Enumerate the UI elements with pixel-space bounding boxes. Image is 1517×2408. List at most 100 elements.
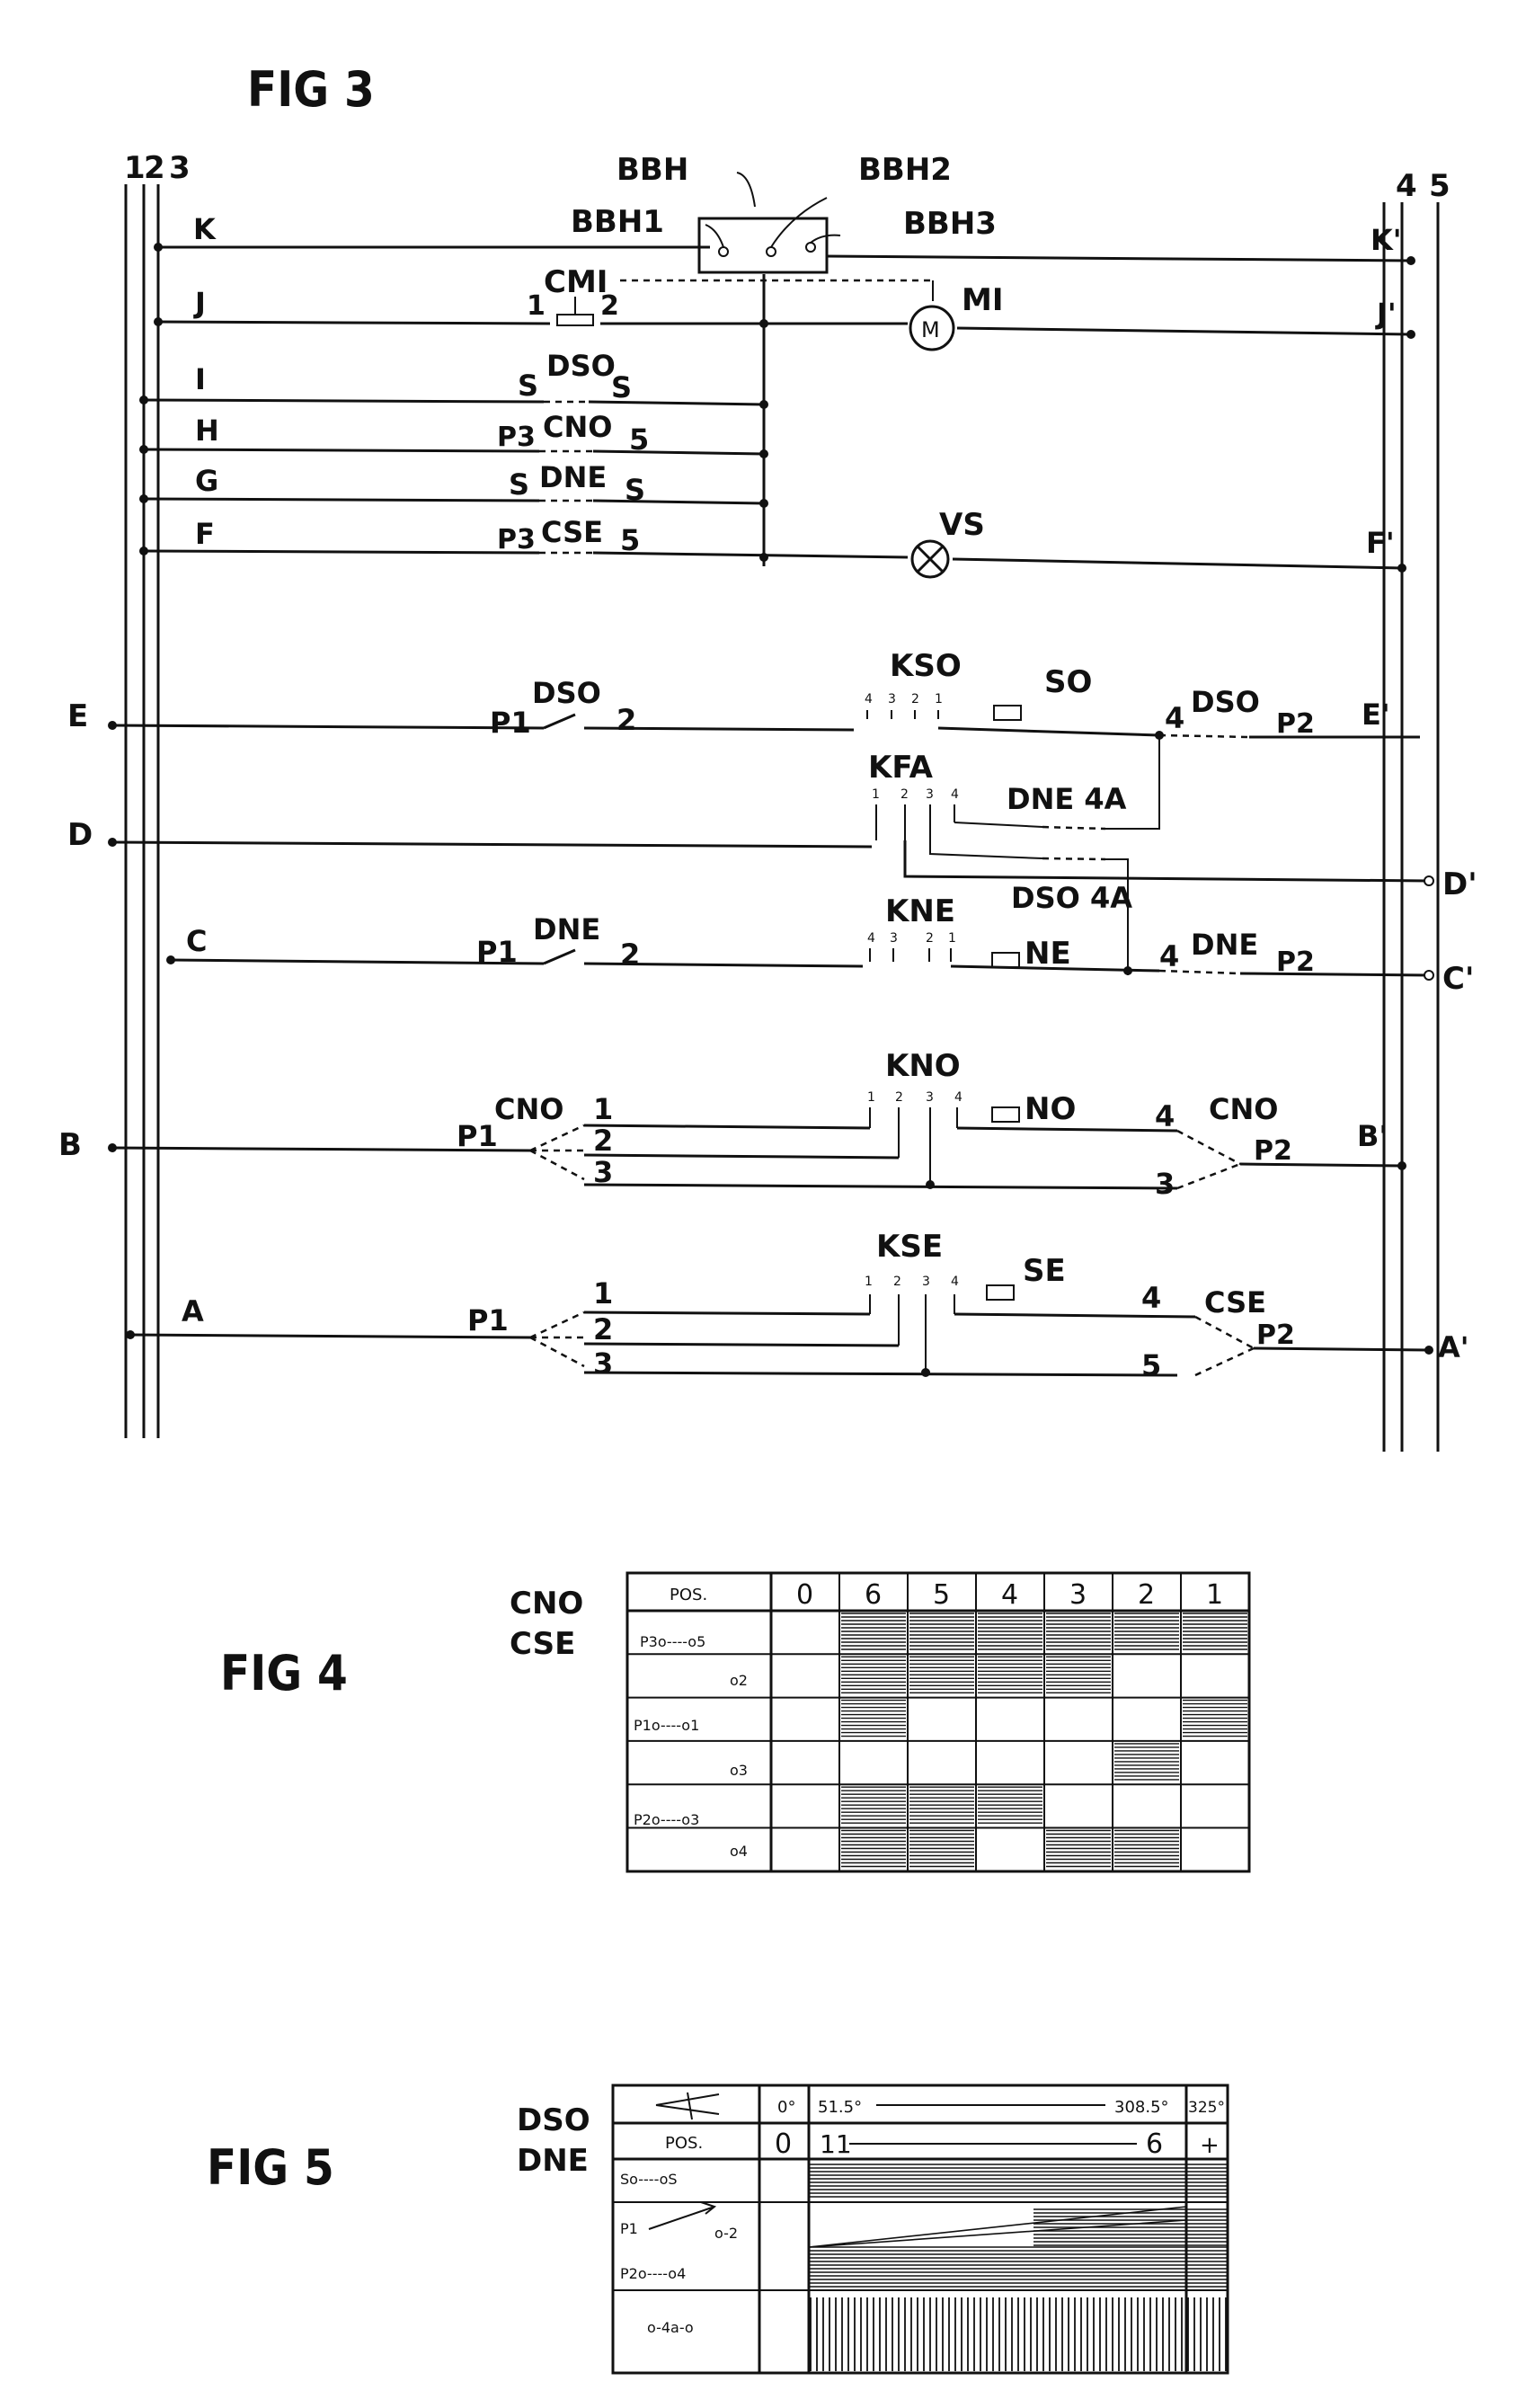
bbh-switch: BBH BBH1 BBH2 BBH3 bbox=[571, 152, 997, 272]
kne-label: KNE bbox=[885, 893, 955, 929]
svg-text:2: 2 bbox=[893, 1275, 901, 1289]
svg-text:4: 4 bbox=[951, 1275, 959, 1289]
label-h: H bbox=[195, 413, 219, 448]
row-b-right-t3: 3 bbox=[1155, 1167, 1175, 1201]
fig4-closed-cell bbox=[841, 1613, 906, 1649]
row-h-switch: CNO bbox=[543, 410, 612, 444]
fig4-closed-cell bbox=[909, 1831, 974, 1867]
svg-text:1: 1 bbox=[867, 1090, 875, 1105]
fig4-closed-cell bbox=[978, 1657, 1042, 1693]
fig4-row-label-3: P1o----o1 bbox=[634, 1717, 699, 1734]
fig5-row-label-1: So----oS bbox=[620, 2171, 678, 2188]
fig4-pos-header: POS. bbox=[670, 1586, 707, 1604]
coil-ne-label: NE bbox=[1025, 936, 1071, 972]
label-k: K bbox=[193, 212, 217, 246]
fig4-row-label-4: o3 bbox=[730, 1762, 748, 1779]
svg-text:3: 3 bbox=[922, 1275, 930, 1289]
fig5-row-label-4: P2o----o4 bbox=[620, 2265, 686, 2282]
row-e-right-t: 4 bbox=[1165, 701, 1184, 735]
fig4-closed-cell bbox=[1114, 1831, 1179, 1867]
row-a-tap1: 1 bbox=[593, 1276, 613, 1311]
svg-text:3: 3 bbox=[926, 787, 934, 802]
label-c: C bbox=[186, 924, 207, 958]
kno-label: KNO bbox=[885, 1048, 961, 1084]
fig4-label-cse: CSE bbox=[510, 1626, 575, 1662]
row-a-right-switch: CSE bbox=[1204, 1285, 1266, 1320]
bbh2-label: BBH2 bbox=[858, 152, 952, 188]
fig4-position-1: 1 bbox=[1206, 1579, 1223, 1611]
fig5-contact-bands bbox=[613, 2164, 1228, 2371]
fig4-switching-table: POS. P3o----o5 o2 P1o----o1 o3 P2o----o3… bbox=[627, 1573, 1249, 1871]
row-a-tap3: 3 bbox=[593, 1346, 613, 1381]
fig5-pos-2: 6 bbox=[1146, 2128, 1163, 2160]
row-a-right-t5: 5 bbox=[1141, 1348, 1161, 1382]
fig4-label-cno: CNO bbox=[510, 1586, 583, 1622]
fig4-closed-cell bbox=[978, 1787, 1042, 1823]
row-g-switch: DNE bbox=[539, 460, 607, 494]
fig5-row-label-5: o-4a-o bbox=[647, 2319, 694, 2336]
line-j: M J J' CMI 1 2 MI bbox=[154, 264, 1415, 350]
row-f-switch: CSE bbox=[541, 515, 603, 549]
fig4-closed-cell bbox=[978, 1613, 1042, 1649]
fig5-row-label-3: o-2 bbox=[714, 2225, 738, 2242]
fig4-position-6: 6 bbox=[865, 1579, 882, 1611]
fig4-row-label-2: o2 bbox=[730, 1672, 748, 1689]
fig4-position-4: 4 bbox=[1001, 1579, 1018, 1611]
row-a-p1: P1 bbox=[467, 1303, 509, 1337]
fig4-closed-cell bbox=[909, 1787, 974, 1823]
row-b-tap1: 1 bbox=[593, 1092, 613, 1126]
line-e: E P1 DSO 2 KSO 4 3 2 1 SO 4 DSO P2 E' bbox=[67, 648, 1420, 740]
fig4-position-5: 5 bbox=[933, 1579, 950, 1611]
fig5-pos-0: 0 bbox=[775, 2128, 792, 2160]
bus-label-3: 3 bbox=[169, 150, 191, 186]
row-c-p2: P2 bbox=[1276, 946, 1315, 978]
row-e-right-switch: DSO bbox=[1191, 685, 1260, 719]
svg-text:3: 3 bbox=[926, 1090, 934, 1105]
row-f-right: 5 bbox=[620, 523, 640, 557]
bbh3-label: BBH3 bbox=[903, 206, 997, 242]
line-b: B P1 CNO 1 2 3 KNO 1 2 3 4 NO 4 3 CNO P2… bbox=[58, 1048, 1406, 1201]
cm1-term1: 1 bbox=[527, 290, 546, 322]
row-e-p2: P2 bbox=[1276, 708, 1315, 740]
lamp-label: VS bbox=[939, 507, 985, 543]
fig4-closed-cell bbox=[1114, 1613, 1179, 1649]
fig4-row-label-6: o4 bbox=[730, 1843, 748, 1860]
row-e-t2: 2 bbox=[617, 703, 636, 737]
fig4-closed-cell bbox=[1046, 1613, 1111, 1649]
fig4-closed-cell bbox=[841, 1831, 906, 1867]
bus-labels: 1 2 3 4 5 bbox=[124, 150, 1450, 204]
fig5-label-dso: DSO bbox=[517, 2102, 590, 2138]
row-b-tap2: 2 bbox=[593, 1124, 613, 1158]
label-a: A bbox=[182, 1294, 204, 1328]
row-b-right-switch: CNO bbox=[1209, 1092, 1278, 1126]
row-e-p1: P1 bbox=[490, 706, 531, 740]
bus-label-4: 4 bbox=[1396, 168, 1417, 204]
fig5-pos-1: 11 bbox=[820, 2129, 852, 2159]
row-c-right-t: 4 bbox=[1159, 939, 1179, 973]
row-c-t2: 2 bbox=[620, 937, 640, 972]
fig4-position-3: 3 bbox=[1069, 1579, 1087, 1611]
fig4-closed-cell bbox=[1046, 1657, 1111, 1693]
fig4-closed-cell bbox=[1183, 1701, 1247, 1737]
row-g-left: S bbox=[509, 467, 529, 502]
fig5-angle-3: 325° bbox=[1188, 2099, 1225, 2117]
cm1-label: CMI bbox=[544, 264, 608, 300]
label-j: J bbox=[193, 286, 206, 320]
svg-text:4: 4 bbox=[865, 692, 873, 706]
label-g: G bbox=[195, 464, 218, 498]
fig4-position-0: 0 bbox=[796, 1579, 813, 1611]
row-e-switch: DSO bbox=[532, 676, 601, 710]
fig4-row-label-5: P2o----o3 bbox=[634, 1811, 699, 1828]
cm1-term2: 2 bbox=[600, 290, 619, 322]
fig5-table: 0° 51.5° 308.5° 325° POS. 0 11 6 + So---… bbox=[613, 2085, 1228, 2373]
fig5-angle-0: 0° bbox=[777, 2098, 795, 2117]
row-i-right: S bbox=[611, 370, 632, 404]
line-d: D KFA 1 2 3 4 DNE 4A DSO 4A D' bbox=[67, 735, 1477, 975]
line-c: C P1 DNE 2 KNE 4 3 2 1 NE 4 DNE P2 C' bbox=[166, 893, 1474, 997]
svg-text:1: 1 bbox=[872, 787, 880, 802]
fig4-position-2: 2 bbox=[1138, 1579, 1155, 1611]
bus-label-1: 1 bbox=[124, 150, 146, 186]
row-c-right-switch: DNE bbox=[1191, 928, 1258, 962]
motor-label: MI bbox=[962, 282, 1003, 318]
fig4-title: FIG 4 bbox=[220, 1645, 348, 1702]
